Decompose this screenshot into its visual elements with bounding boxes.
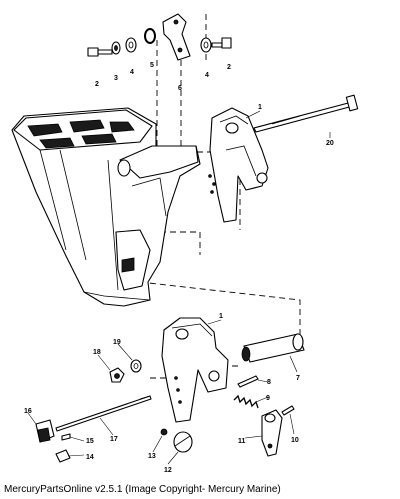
washer-19 — [130, 359, 142, 373]
spring-9 — [233, 394, 259, 409]
lever-11 — [261, 409, 283, 457]
callout-17: 17 — [110, 436, 118, 443]
screw-15 — [61, 433, 71, 441]
bracket-6 — [162, 13, 191, 61]
callout-11: 11 — [238, 438, 246, 445]
upper-swivel-bracket — [208, 107, 269, 223]
callout-7: 7 — [296, 375, 300, 382]
callout-8: 8 — [267, 379, 271, 386]
callout-1-upper: 1 — [258, 104, 262, 111]
callout-9: 9 — [266, 395, 270, 402]
callout-18: 18 — [93, 349, 101, 356]
nut-18 — [109, 367, 125, 383]
bolt-2-left — [87, 47, 113, 57]
callout-4-left: 4 — [130, 69, 134, 76]
bolt-2-right — [211, 37, 232, 49]
callout-6: 6 — [178, 85, 182, 92]
callout-2-left: 2 — [95, 81, 99, 88]
callout-13: 13 — [148, 453, 156, 460]
ring-5 — [144, 28, 156, 44]
rod-17 — [55, 395, 152, 432]
callout-5: 5 — [150, 62, 154, 69]
washer-3 — [111, 41, 121, 55]
washer-4-left — [125, 37, 137, 53]
callout-12: 12 — [164, 467, 172, 474]
cylinder-7 — [241, 333, 305, 363]
long-bolt-20 — [253, 94, 359, 133]
callout-labels: 1 1 2 2 3 4 4 5 6 7 8 9 10 11 12 13 14 1… — [24, 62, 334, 474]
lower-swivel-bracket — [161, 317, 229, 423]
callout-3: 3 — [114, 75, 118, 82]
callout-15: 15 — [86, 438, 94, 445]
callout-19: 19 — [113, 339, 121, 346]
callout-14: 14 — [86, 454, 94, 461]
leader-lines — [27, 110, 331, 465]
callout-20: 20 — [326, 140, 334, 147]
pin-8 — [237, 375, 259, 388]
callout-16: 16 — [24, 408, 32, 415]
callout-1-lower: 1 — [219, 313, 223, 320]
callout-10: 10 — [291, 437, 299, 444]
top-hardware — [87, 13, 232, 61]
pin-10 — [281, 405, 295, 416]
copyright-caption: MercuryPartsOnline v2.5.1 (Image Copyrig… — [4, 484, 281, 495]
washer-4-right — [200, 37, 212, 53]
callout-2-right: 2 — [227, 64, 231, 71]
nut-14 — [55, 449, 71, 463]
callout-4-right: 4 — [205, 72, 209, 79]
bolt-13 — [160, 428, 168, 436]
disc-12 — [173, 431, 193, 453]
main-housing — [11, 107, 201, 307]
knob-16 — [35, 419, 55, 443]
